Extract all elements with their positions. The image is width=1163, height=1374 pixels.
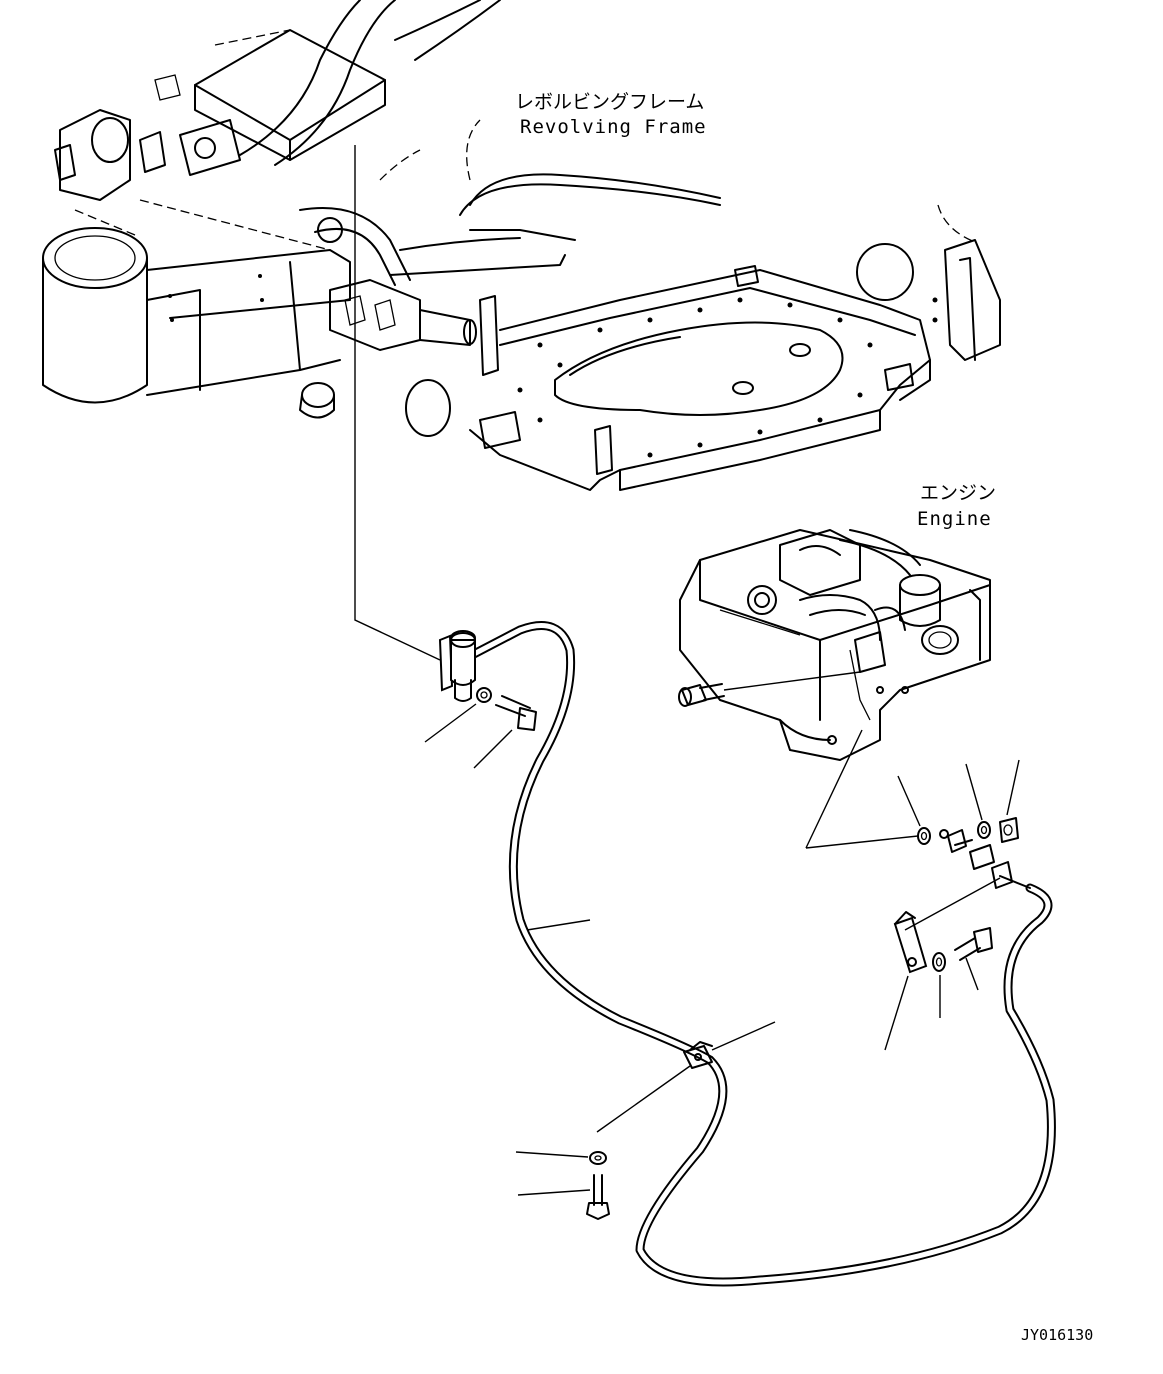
drawing-code: JY016130 [1021, 1326, 1094, 1344]
solenoid-unit [354, 145, 537, 769]
label-revolving-frame-jp: レボルビングフレーム [515, 91, 705, 113]
engine-side-hardware [805, 729, 1020, 1051]
label-revolving-frame-en: Revolving Frame [520, 116, 707, 138]
control-cable [467, 621, 1056, 1287]
label-engine-jp: エンジン [920, 482, 997, 504]
clamp-hardware [515, 919, 776, 1220]
engine [678, 529, 991, 761]
label-engine-en: Engine [917, 508, 992, 530]
revolving-frame [42, 0, 1001, 491]
